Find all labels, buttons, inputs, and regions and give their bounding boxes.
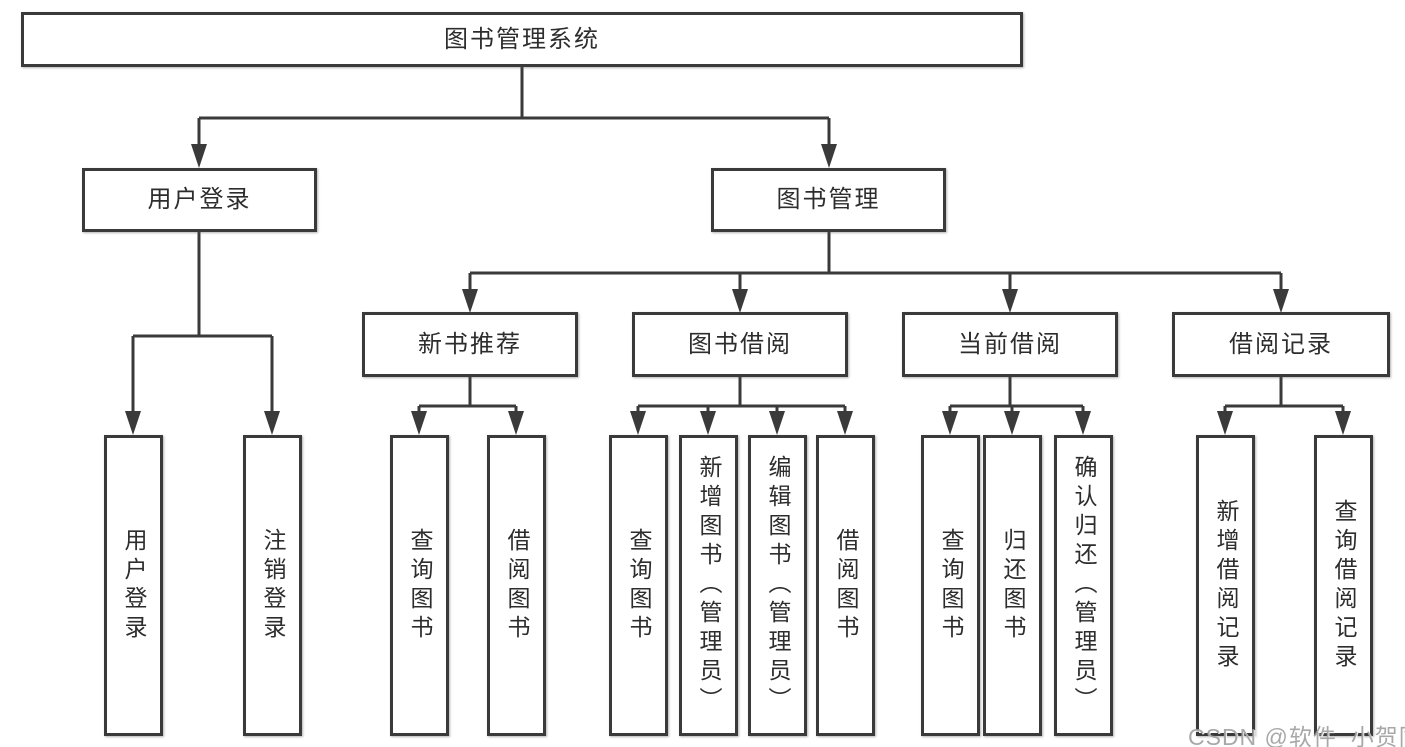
- leaf-query-books-borrowing: 查询图书: [609, 435, 668, 736]
- leaf-query-books-current: 查询图书: [921, 435, 980, 736]
- leaf-add-borrow-record-label: 新增借阅记录: [1213, 498, 1239, 673]
- node-book-management: 图书管理: [711, 168, 946, 232]
- leaf-query-books-borrowing-label: 查询图书: [626, 527, 652, 644]
- node-user-login-label: 用户登录: [147, 186, 252, 213]
- node-current-borrowing: 当前借阅: [902, 312, 1118, 377]
- node-library-management-system: 图书管理系统: [21, 12, 1023, 67]
- arrowhead-icons: [125, 144, 1351, 435]
- node-book-borrowing: 图书借阅: [632, 312, 848, 377]
- leaf-query-books-recommend: 查询图书: [390, 435, 449, 736]
- leaf-query-borrow-record: 查询借阅记录: [1314, 435, 1373, 736]
- node-user-login: 用户登录: [82, 168, 317, 232]
- node-borrowing-records-label: 借阅记录: [1229, 330, 1333, 358]
- leaf-user-login: 用户登录: [104, 435, 163, 736]
- leaf-confirm-return-admin-label: 确认归还（管理员）: [1071, 455, 1097, 716]
- leaf-edit-books-admin-label: 编辑图书（管理员）: [765, 455, 791, 716]
- node-book-borrowing-label: 图书借阅: [688, 330, 792, 358]
- leaf-query-books-recommend-label: 查询图书: [407, 527, 433, 644]
- leaf-logout: 注销登录: [243, 435, 302, 736]
- node-new-book-recommend: 新书推荐: [362, 312, 578, 377]
- leaf-user-login-label: 用户登录: [121, 527, 147, 644]
- leaf-borrow-books-borrowing-label: 借阅图书: [833, 527, 859, 644]
- leaf-confirm-return-admin: 确认归还（管理员）: [1054, 435, 1113, 736]
- connector-lines: [131, 67, 1345, 418]
- node-library-management-system-label: 图书管理系统: [444, 25, 600, 53]
- leaf-return-books: 归还图书: [983, 435, 1042, 736]
- node-book-management-label: 图书管理: [776, 186, 881, 213]
- leaf-add-books-admin-label: 新增图书（管理员）: [696, 455, 722, 716]
- leaf-edit-books-admin: 编辑图书（管理员）: [748, 435, 807, 736]
- leaf-borrow-books-borrowing: 借阅图书: [816, 435, 875, 736]
- leaf-add-borrow-record: 新增借阅记录: [1196, 435, 1255, 736]
- leaf-logout-label: 注销登录: [260, 527, 286, 644]
- leaf-borrow-books-recommend-label: 借阅图书: [504, 527, 530, 644]
- leaf-return-books-label: 归还图书: [1000, 527, 1026, 644]
- node-current-borrowing-label: 当前借阅: [958, 330, 1062, 358]
- leaf-query-books-current-label: 查询图书: [938, 527, 964, 644]
- leaf-borrow-books-recommend: 借阅图书: [487, 435, 546, 736]
- leaf-add-books-admin: 新增图书（管理员）: [679, 435, 738, 736]
- leaf-query-borrow-record-label: 查询借阅记录: [1331, 498, 1357, 673]
- node-borrowing-records: 借阅记录: [1172, 312, 1390, 377]
- csdn-watermark: CSDN @软件_小贺同学: [1188, 724, 1405, 747]
- node-new-book-recommend-label: 新书推荐: [418, 330, 522, 358]
